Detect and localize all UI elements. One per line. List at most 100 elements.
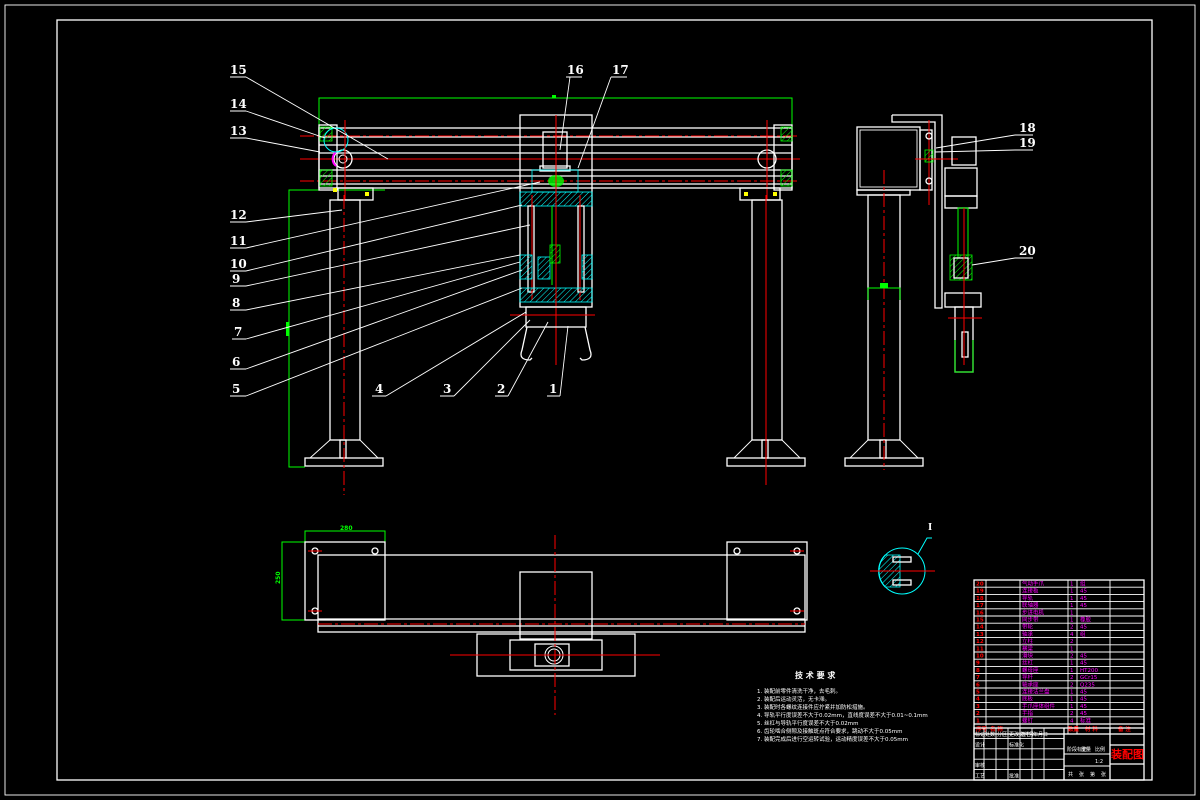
sheet-text: 共 <box>1068 771 1073 778</box>
bom-material: 45 <box>1080 711 1087 717</box>
label-6: 6 <box>230 269 523 370</box>
bom-name: 导杆 <box>1022 673 1034 681</box>
bom-material: 45 <box>1080 596 1087 602</box>
svg-text:16: 16 <box>567 63 584 77</box>
bom-no: 10 <box>976 654 984 660</box>
svg-text:I: I <box>928 523 932 533</box>
side-part-labels: 18 19 20 <box>934 121 1036 266</box>
dim-width-text: 280 <box>340 525 353 532</box>
bom-qty: 1 <box>1070 668 1074 674</box>
sheet-text: 张 <box>1101 771 1106 778</box>
right-base-top <box>726 541 808 621</box>
carriage-top <box>519 571 593 640</box>
gripper-finger-right <box>579 326 592 361</box>
bom-material: HT200 <box>1080 668 1098 674</box>
side-view <box>844 114 982 470</box>
bom-material: 45 <box>1080 704 1087 710</box>
label-20: 20 <box>971 244 1036 266</box>
bom-no: 6 <box>976 682 980 688</box>
title-block-cell: 更改文件号 <box>1009 731 1034 738</box>
bom-material: 45 <box>1080 661 1087 667</box>
svg-text:1: 1 <box>549 382 557 396</box>
title-block-cell: 分区 <box>997 731 1007 738</box>
stage-label: 阶段标记 <box>1067 746 1087 753</box>
title-block-cell: 标准化 <box>1009 741 1024 748</box>
bom-name: 螺钉 <box>1022 716 1034 724</box>
svg-text:6: 6 <box>232 355 240 369</box>
svg-text:9: 9 <box>232 272 240 286</box>
svg-text:4. 导轨平行度误差不大于0.02mm，直线度误差不大于0.: 4. 导轨平行度误差不大于0.02mm，直线度误差不大于0.01~0.1mm <box>757 711 928 719</box>
bom-name: 丝杠 <box>1022 659 1034 667</box>
bom-no: 4 <box>976 697 980 703</box>
bom-name: 气动手爪 <box>1022 580 1045 588</box>
bom-material: 标准 <box>1080 716 1092 724</box>
bom-qty: 2 <box>1070 711 1074 717</box>
front-part-labels: 15 14 13 12 11 10 9 8 7 6 5 4 3 2 1 16 1… <box>230 63 629 397</box>
svg-text:17: 17 <box>612 63 629 77</box>
bom-qty: 4 <box>1070 632 1074 638</box>
gripper-base <box>525 306 587 328</box>
title-block-cell: 签名 <box>1021 731 1031 738</box>
detail-view-i: I <box>870 523 935 595</box>
bom-material: 橡胶 <box>1080 616 1092 624</box>
label-17: 17 <box>577 63 629 169</box>
title-block-cell: 标记 <box>975 731 985 738</box>
bom-material: 45 <box>1080 697 1087 703</box>
sheet-text: 第 <box>1090 771 1095 778</box>
svg-text:3. 装配时各螺纹连接件应拧紧并加防松措施。: 3. 装配时各螺纹连接件应拧紧并加防松措施。 <box>757 703 869 711</box>
left-end-bearing <box>318 124 338 191</box>
bom-frame <box>973 579 1145 735</box>
bom-name: 导轨 <box>1022 594 1034 602</box>
bom-name: 轴承座 <box>1022 680 1039 688</box>
svg-text:2: 2 <box>497 382 505 396</box>
stage-label: 重量 <box>1081 746 1091 753</box>
left-post <box>329 199 361 441</box>
bom-qty: 1 <box>1070 690 1074 696</box>
drawing-title: 装配图 <box>1110 747 1144 761</box>
left-base-top <box>304 541 386 621</box>
bom-qty: 1 <box>1070 589 1074 595</box>
motor <box>542 131 568 169</box>
label-19: 19 <box>934 136 1036 153</box>
bom-no: 15 <box>976 618 984 624</box>
bom-name: 连接法兰盘 <box>1022 688 1050 696</box>
dim-height-line <box>288 189 385 468</box>
scale-value: 1:2 <box>1095 759 1103 765</box>
bom-qty: 1 <box>1070 603 1074 609</box>
beam-top <box>317 554 806 633</box>
label-7: 7 <box>232 261 521 340</box>
bom-no: 11 <box>976 646 984 652</box>
bom-no: 8 <box>976 668 980 674</box>
svg-text:2. 装配后运动灵活，无卡滞。: 2. 装配后运动灵活，无卡滞。 <box>757 695 830 703</box>
bom-name: 轴承 <box>1022 630 1034 638</box>
label-12: 12 <box>230 208 343 223</box>
bom-no: 7 <box>976 675 980 681</box>
label-18: 18 <box>935 121 1036 149</box>
bom-qty: 2 <box>1070 654 1074 660</box>
bom-material: 45 <box>1080 690 1087 696</box>
svg-text:11: 11 <box>230 234 247 248</box>
svg-text:6. 齿轮啮合侧隙及接触斑点符合要求，跳动不大于0.05mm: 6. 齿轮啮合侧隙及接触斑点符合要求，跳动不大于0.05mm <box>757 727 902 735</box>
dim-width-text-mark <box>552 95 556 98</box>
bom-name: 联轴器 <box>1022 601 1039 609</box>
bom-material: Q235 <box>1080 682 1095 688</box>
outer-border <box>4 4 1196 796</box>
title-block-cell: 年月日 <box>1033 731 1048 738</box>
bom-material: 45 <box>1080 603 1087 609</box>
svg-text:3: 3 <box>443 382 451 396</box>
bom-qty: 2 <box>1070 639 1074 645</box>
